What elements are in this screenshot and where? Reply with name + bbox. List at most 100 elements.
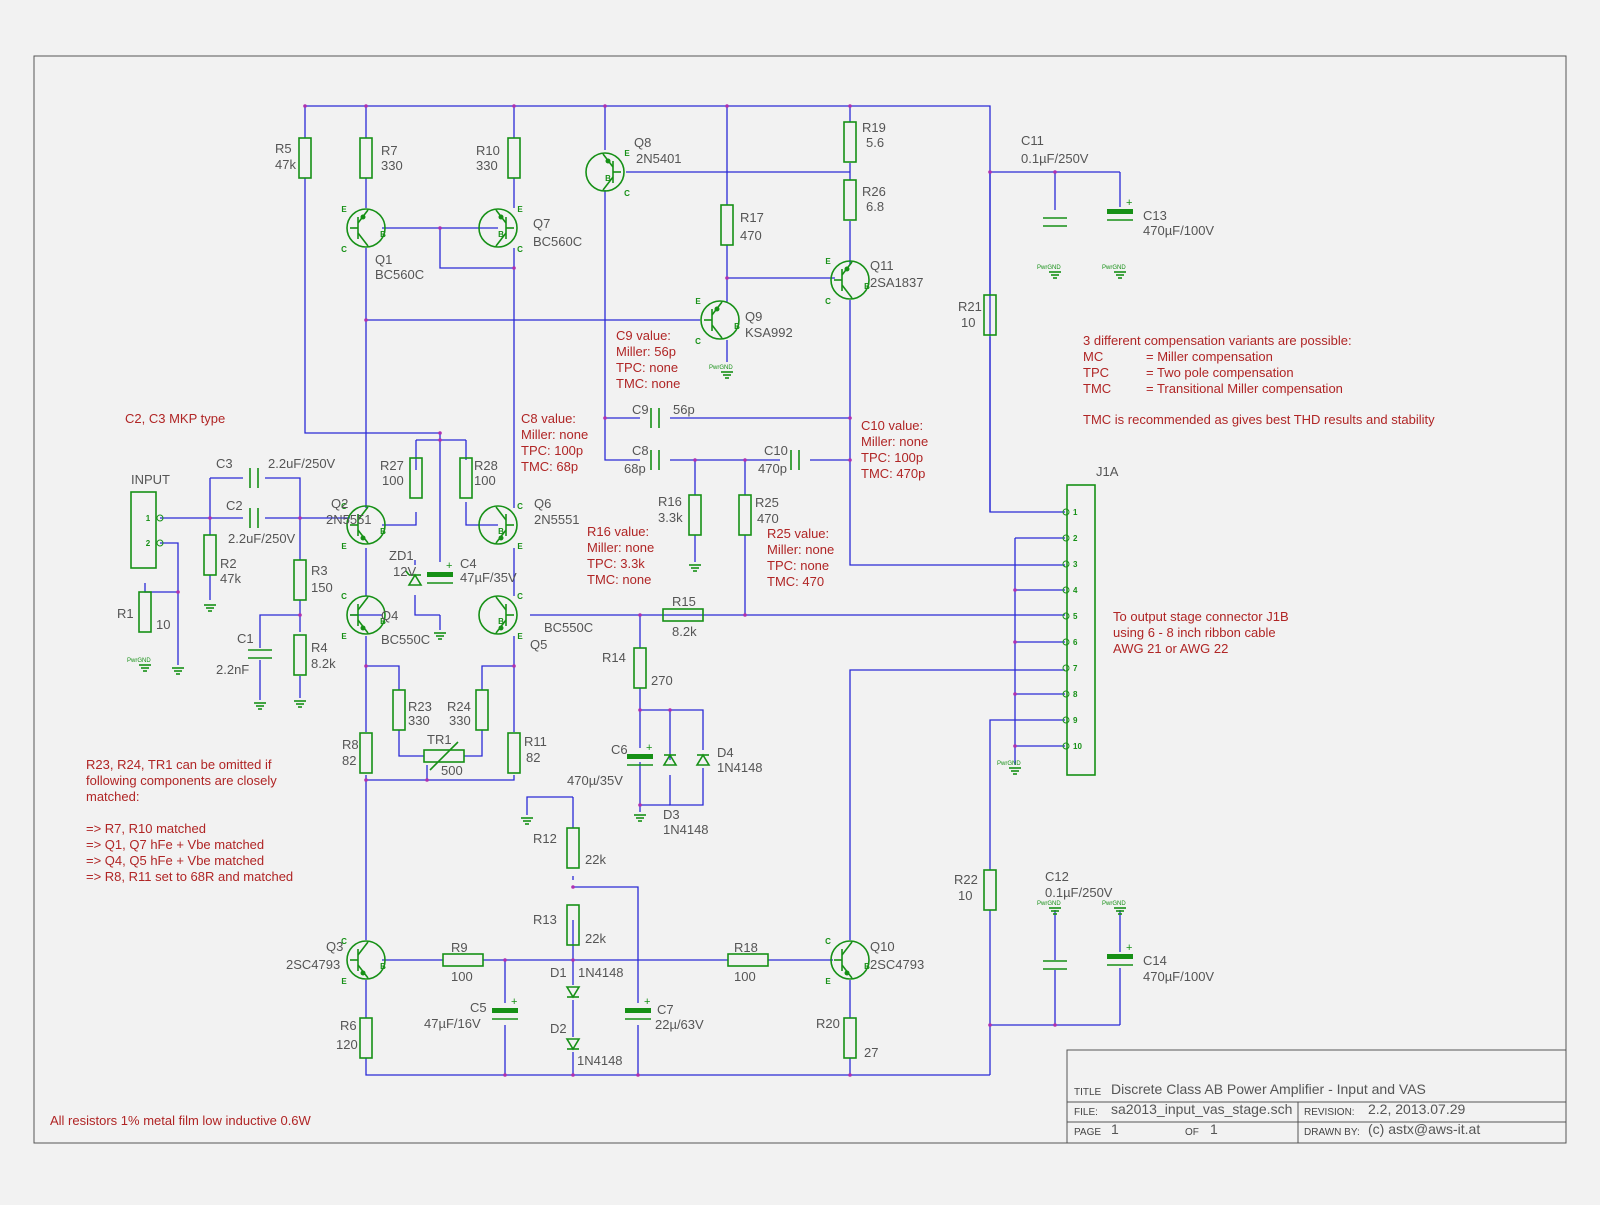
- gnd-label: PwrGND: [997, 761, 1021, 767]
- junction-28: [503, 958, 507, 962]
- ref-r18: R18: [734, 940, 758, 955]
- note-r16-line: Miller: none: [587, 540, 654, 555]
- value-q7: BC560C: [533, 234, 582, 249]
- value-c12: 0.1µF/250V: [1045, 885, 1113, 900]
- cap-plate-pos: [627, 754, 653, 759]
- junction-15: [438, 438, 442, 442]
- drawn-by-text: (c) astx@aws-it.at: [1368, 1121, 1480, 1137]
- resistor-body: [727, 953, 769, 967]
- note-c8-line: C8 value:: [521, 411, 576, 426]
- value-q11: 2SA1837: [870, 275, 924, 290]
- value-r25: 470: [757, 511, 779, 526]
- connector-pin-number: 4: [1073, 586, 1078, 595]
- value-c3: 2.2uF/250V: [268, 456, 336, 471]
- transistor-lead: [495, 506, 507, 521]
- connector-pin: [156, 514, 164, 522]
- ref-q2: Q2: [331, 496, 348, 511]
- value-q8: 2N5401: [636, 151, 682, 166]
- gnd-label: PwrGND: [1102, 901, 1126, 907]
- resistor-r18: [727, 953, 769, 967]
- value-c13: 470µF/100V: [1143, 223, 1214, 238]
- transistor-q11: ECB: [825, 257, 870, 306]
- pin-letter: E: [341, 205, 347, 214]
- value-c10: 470p: [758, 461, 787, 476]
- resistor-body: [738, 494, 752, 536]
- wire-87: [526, 796, 573, 815]
- ref-r28: R28: [474, 458, 498, 473]
- transistor-q5: CEB: [478, 592, 523, 641]
- ground-7: [634, 814, 646, 822]
- connector-pin: [1062, 638, 1070, 646]
- ref-d4: D4: [717, 745, 734, 760]
- connector-pin-number: 1: [1073, 508, 1078, 517]
- page-count: 1: [1210, 1121, 1218, 1137]
- ref-c13: C13: [1143, 208, 1167, 223]
- junction-21: [743, 613, 747, 617]
- wire-49: [144, 583, 178, 593]
- note-r25-line: R25 value:: [767, 526, 829, 541]
- pin-letter: C: [695, 337, 701, 346]
- transistor-arrow: [360, 535, 366, 541]
- transistor-q8: ECB: [585, 149, 630, 198]
- value-r27: 100: [382, 473, 404, 488]
- pin-letter: C: [825, 937, 831, 946]
- pin-letter: B: [864, 282, 870, 291]
- file-label: FILE:: [1074, 1107, 1098, 1118]
- transistor-body: [346, 595, 386, 635]
- transistor-q3: CEB: [341, 937, 386, 986]
- transistor-q7: ECB: [478, 205, 523, 254]
- resistor-body: [459, 457, 473, 499]
- components: ++++++ECBECBCEBCEBCEBCEBCEBCEBECBECBECBP…: [127, 121, 1133, 1059]
- connector-pin-number: 10: [1073, 742, 1082, 751]
- resistor-body: [843, 1017, 857, 1059]
- transistor-lead: [357, 232, 369, 247]
- value-c8: 68p: [624, 461, 646, 476]
- transistor-body: [830, 260, 870, 300]
- resistor-r20: [843, 1017, 857, 1059]
- pin-letter: C: [341, 502, 347, 511]
- capacitor-c12: [1043, 960, 1067, 970]
- resistor-body: [359, 1017, 373, 1059]
- connector-pin: [1062, 534, 1070, 542]
- wires: [144, 104, 1121, 1077]
- trimmer-arrow: [429, 741, 459, 771]
- ref-r5: R5: [275, 141, 292, 156]
- pin-letter: C: [341, 937, 347, 946]
- note-c10-line: TPC: 100p: [861, 450, 923, 465]
- value-r24: 330: [449, 713, 471, 728]
- wire-95: [669, 768, 704, 806]
- diode-d4: [695, 753, 711, 766]
- connector-pin-number: 6: [1073, 638, 1078, 647]
- wire-46: [259, 614, 300, 648]
- wire-68: [366, 665, 400, 690]
- junction-19: [425, 778, 429, 782]
- junction-5: [848, 104, 852, 108]
- resistor-r15: [662, 608, 704, 622]
- junction-3: [603, 104, 607, 108]
- value-r12: 22k: [585, 852, 606, 867]
- ground-1: PwrGND: [127, 658, 151, 672]
- value-c4: 47µF/35V: [460, 570, 517, 585]
- ref-r14: R14: [602, 650, 626, 665]
- value-r20: 27: [864, 1045, 878, 1060]
- ref-r2: R2: [220, 556, 237, 571]
- resistor-body: [662, 608, 704, 622]
- junction-24: [848, 416, 852, 420]
- ref-r22: R22: [954, 872, 978, 887]
- ground-2: [172, 667, 184, 675]
- transistor-body: [830, 940, 870, 980]
- resistor-r14: [633, 647, 647, 689]
- gnd-label: PwrGND: [127, 658, 151, 664]
- note-r16-line: R16 value:: [587, 524, 649, 539]
- value-r9: 100: [451, 969, 473, 984]
- plus-sign: +: [646, 742, 652, 754]
- ref-c7: C7: [657, 1002, 674, 1017]
- ref-c11: C11: [1021, 133, 1044, 148]
- resistor-body: [843, 121, 857, 163]
- junction-8: [512, 266, 516, 270]
- pin-letter: C: [341, 592, 347, 601]
- trimmer-body: [423, 749, 465, 763]
- cap-plate-pos: [1107, 954, 1133, 959]
